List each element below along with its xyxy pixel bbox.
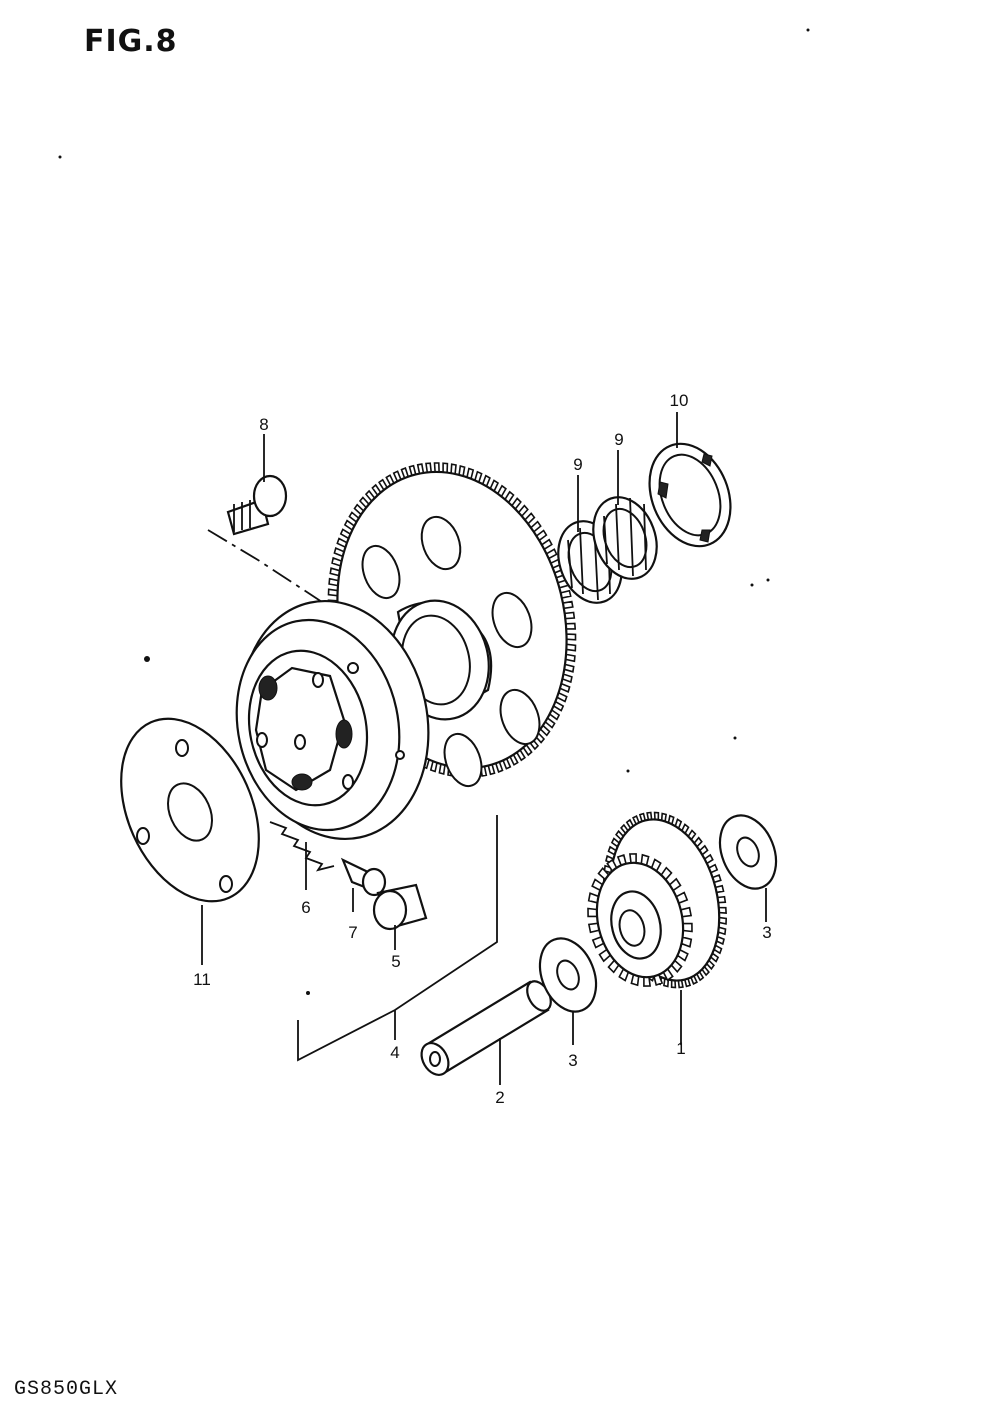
assembly-bracket — [297, 815, 498, 1062]
idler-shaft — [420, 980, 552, 1076]
callout-3-rear: 3 — [762, 923, 771, 942]
bolt — [226, 474, 288, 536]
callout-7: 7 — [348, 923, 357, 942]
scan-specks — [58, 28, 810, 995]
callout-leaders — [201, 412, 767, 1085]
washer-front — [538, 937, 598, 1013]
callout-2: 2 — [495, 1088, 504, 1107]
pin — [340, 857, 387, 897]
callout-3-front: 3 — [568, 1051, 577, 1070]
callout-10: 10 — [670, 391, 689, 410]
idler-gear — [587, 811, 728, 989]
washer-rear — [718, 814, 778, 890]
roller — [372, 883, 428, 931]
callout-11: 11 — [193, 970, 211, 989]
starter-clutch-housing — [235, 599, 430, 841]
thrust-washer — [648, 442, 732, 548]
callout-4: 4 — [390, 1043, 399, 1062]
callout-6: 6 — [301, 898, 310, 917]
model-code: GS850GLX — [14, 1378, 119, 1401]
callout-5: 5 — [391, 952, 400, 971]
callout-9-left: 9 — [573, 455, 582, 474]
figure-title: FIG.8 — [84, 24, 178, 59]
callout-9-right: 9 — [614, 430, 623, 449]
spring — [269, 821, 335, 872]
callout-1: 1 — [676, 1039, 685, 1058]
callout-8: 8 — [259, 415, 268, 434]
needle-bearing-right — [592, 496, 658, 580]
clutch-plate — [120, 717, 260, 903]
